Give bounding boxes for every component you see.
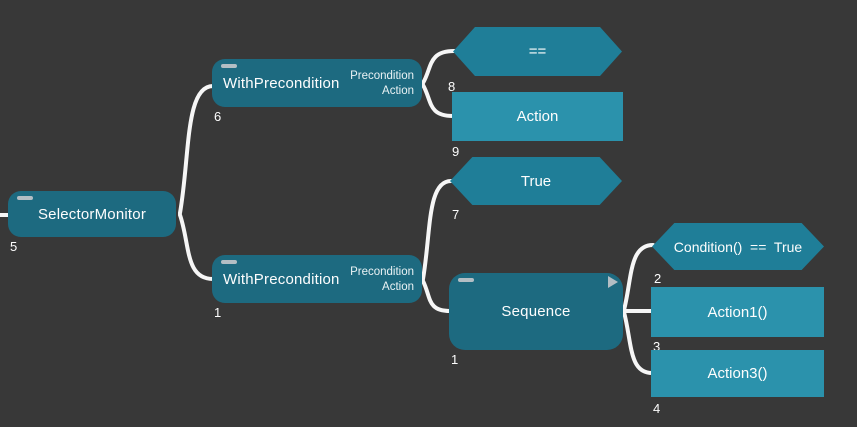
node-action1[interactable]: Action1() — [651, 287, 824, 337]
execution-order-label: 4 — [653, 401, 661, 416]
collapse-dash-icon[interactable] — [17, 196, 33, 200]
node-sequence[interactable]: Sequence — [449, 273, 623, 350]
node-withprecondition-bottom[interactable]: WithPrecondition Precondition Action — [212, 255, 422, 303]
node-title: True — [520, 172, 552, 190]
wire-withprecondition-bottom-to-true-hex[interactable] — [421, 179, 453, 281]
port-list: Precondition Action — [350, 255, 414, 303]
wire-sequence-to-action3[interactable] — [622, 310, 654, 375]
execution-order-label: 5 — [10, 239, 18, 254]
node-title: Action3() — [707, 365, 768, 382]
node-condition-call[interactable]: Condition() == True — [652, 223, 824, 270]
port-action[interactable]: Action — [382, 84, 414, 97]
node-title: WithPrecondition — [223, 74, 340, 92]
node-title: Condition() == True — [673, 238, 803, 255]
wire-selector-to-withprecondition-bottom[interactable] — [178, 213, 215, 281]
node-action3[interactable]: Action3() — [651, 350, 824, 397]
execution-order-label: 8 — [448, 79, 456, 94]
node-condition-true[interactable]: True — [450, 157, 622, 205]
collapse-dash-icon[interactable] — [221, 260, 237, 264]
execution-order-label: 9 — [452, 144, 460, 159]
node-title: WithPrecondition — [223, 270, 340, 288]
wire-withprecondition-top-to-eq-hex[interactable] — [421, 49, 456, 85]
execution-order-label: 1 — [451, 352, 459, 367]
collapse-dash-icon[interactable] — [221, 64, 237, 68]
wire-withprecondition-top-to-action[interactable] — [421, 83, 455, 118]
port-precondition[interactable]: Precondition — [350, 69, 414, 82]
execution-order-label: 7 — [452, 207, 460, 222]
node-title: Action — [516, 108, 559, 125]
collapse-dash-icon[interactable] — [458, 278, 474, 282]
node-action[interactable]: Action — [452, 92, 623, 141]
execution-order-label: 1 — [214, 305, 222, 320]
node-title: == — [528, 43, 547, 60]
node-title: Action1() — [707, 303, 768, 321]
node-withprecondition-top[interactable]: WithPrecondition Precondition Action — [212, 59, 422, 107]
port-action[interactable]: Action — [382, 280, 414, 293]
node-condition-eq[interactable]: == — [453, 27, 622, 76]
wire-sequence-to-condition-hex[interactable] — [622, 243, 655, 312]
play-triangle-icon — [608, 276, 618, 288]
execution-order-label: 6 — [214, 109, 222, 124]
node-title: Sequence — [501, 303, 571, 320]
execution-order-label: 3 — [653, 339, 661, 354]
node-title: SelectorMonitor — [37, 205, 147, 223]
port-list: Precondition Action — [350, 59, 414, 107]
node-selector-monitor[interactable]: SelectorMonitor — [8, 191, 176, 237]
wire-withprecondition-bottom-to-sequence[interactable] — [421, 279, 452, 313]
wire-selector-to-withprecondition-top[interactable] — [178, 84, 215, 215]
execution-order-label: 2 — [654, 271, 662, 286]
port-precondition[interactable]: Precondition — [350, 265, 414, 278]
